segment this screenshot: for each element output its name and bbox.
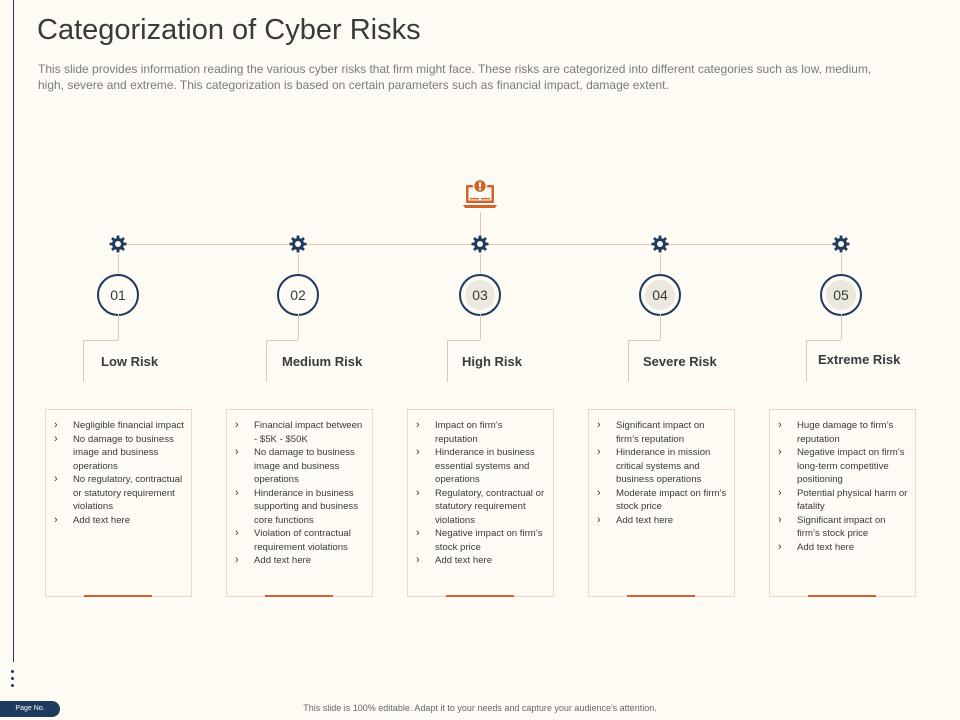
risk-points-list: Significant impact on firm’s reputationH… [589,410,734,527]
step-number: 04 [645,280,675,310]
laptop-alert-icon [463,178,497,208]
left-vertical-rule [13,0,14,662]
connector-vertical [480,212,481,244]
list-item: Add text here [416,554,547,568]
connector-stem [298,254,299,284]
list-item: Significant impact on firm’s stock price [778,514,909,541]
card-accent-bar [84,595,152,597]
label-bracket [447,340,558,382]
footer-note: This slide is 100% editable. Adapt it to… [303,703,657,713]
gear-icon [831,234,851,254]
risk-points-list: Huge damage to firm’s reputationNegative… [770,410,915,554]
list-item: No damage to business image and business… [235,446,366,487]
card-accent-bar [627,595,695,597]
risk-details-card: Financial impact between - $5K - $50KNo … [226,409,373,597]
connector-stem [118,254,119,284]
list-item: Potential physical harm or fatality [778,487,909,514]
connector-stem [660,254,661,284]
card-accent-bar [446,595,514,597]
connector-stem [298,314,299,340]
risk-details-card: Significant impact on firm’s reputationH… [588,409,735,597]
list-item: No damage to business image and business… [54,433,185,474]
list-item: Add text here [597,514,728,528]
step-number: 03 [465,280,495,310]
list-item: Moderate impact on firm’s stock price [597,487,728,514]
list-item: Negative impact on firm’s stock price [416,527,547,554]
step-number-circle: 03 [459,274,501,316]
connector-elbow [628,340,660,341]
list-item: Regulatory, contractual or statutory req… [416,487,547,528]
step-number-circle: 04 [639,274,681,316]
label-bracket [83,340,194,382]
list-item: Significant impact on firm’s reputation [597,419,728,446]
risk-points-list: Financial impact between - $5K - $50KNo … [227,410,372,568]
list-item: Financial impact between - $5K - $50K [235,419,366,446]
connector-elbow [266,340,298,341]
gear-icon [470,234,490,254]
connector-stem [841,254,842,284]
step-number-circle: 01 [97,274,139,316]
page-number-badge: Page No. [0,701,60,717]
step-number: 02 [290,287,306,303]
list-item: Add text here [54,514,185,528]
step-number: 01 [110,287,126,303]
list-item: Huge damage to firm’s reputation [778,419,909,446]
connector-stem [480,254,481,284]
connector-elbow [83,340,118,341]
risk-level-label: Low Risk [101,354,159,369]
list-item: Hinderance in business supporting and bu… [235,487,366,528]
card-accent-bar [265,595,333,597]
label-bracket [628,340,739,382]
gear-icon [288,234,308,254]
step-number-circle: 02 [277,274,319,316]
connector-stem [660,314,661,340]
page-title: Categorization of Cyber Risks [37,14,421,46]
risk-details-card: Negligible financial impactNo damage to … [45,409,192,597]
card-accent-bar [808,595,876,597]
list-item: Add text here [778,541,909,555]
list-item: Hinderance in mission critical systems a… [597,446,728,487]
risk-points-list: Impact on firm’s reputationHinderance in… [408,410,553,568]
list-item: Add text here [235,554,366,568]
connector-stem [480,314,481,340]
risk-level-label: Medium Risk [282,354,363,369]
list-item: Negligible financial impact [54,419,185,433]
risk-points-list: Negligible financial impactNo damage to … [46,410,191,527]
list-item: No regulatory, contractual or statutory … [54,473,185,514]
connector-stem [841,314,842,340]
list-item: Hinderance in business essential systems… [416,446,547,487]
list-item: Violation of contractual requirement vio… [235,527,366,554]
ellipsis-dots [9,670,17,691]
risk-level-label: Severe Risk [643,354,717,369]
label-bracket [806,340,917,382]
list-item: Negative impact on firm’s long-term comp… [778,446,909,487]
list-item: Impact on firm’s reputation [416,419,547,446]
risk-details-card: Huge damage to firm’s reputationNegative… [769,409,916,597]
label-bracket [266,340,377,382]
connector-elbow [447,340,480,341]
connector-stem [118,314,119,340]
gear-icon [108,234,128,254]
risk-details-card: Impact on firm’s reputationHinderance in… [407,409,554,597]
gear-icon [650,234,670,254]
step-number-circle: 05 [820,274,862,316]
connector-elbow [806,340,841,341]
risk-level-label: Extreme Risk [818,352,901,367]
page-description: This slide provides information reading … [38,62,872,92]
step-number: 05 [826,280,856,310]
risk-level-label: High Risk [462,354,522,369]
